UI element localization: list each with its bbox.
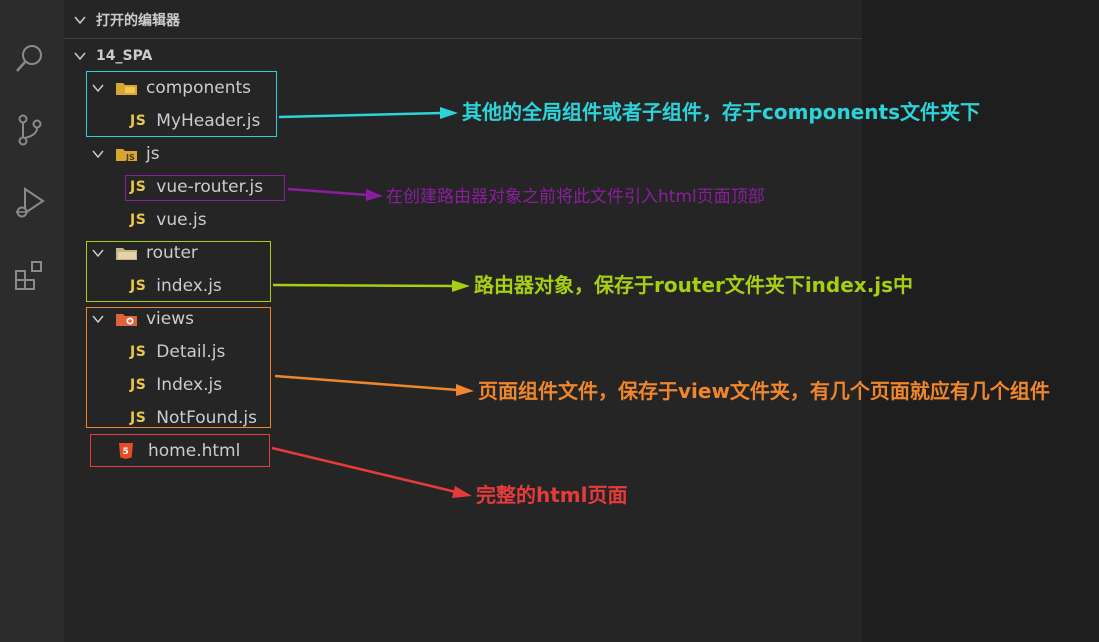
file-label: vue.js — [156, 210, 207, 230]
home-annotation: 完整的html页面 — [476, 483, 628, 507]
chevron-down-icon — [90, 80, 106, 96]
folder-views[interactable]: views — [90, 305, 194, 333]
file-router-index[interactable]: JS index.js — [130, 272, 222, 300]
js-file-icon: JS — [130, 278, 147, 294]
svg-text:JS: JS — [125, 153, 135, 162]
chevron-down-icon — [90, 245, 106, 261]
folder-js[interactable]: JS js — [90, 140, 160, 168]
chevron-down-icon — [72, 48, 88, 64]
file-vue[interactable]: JS vue.js — [130, 206, 207, 234]
router-annotation: 路由器对象，保存于router文件夹下index.js中 — [474, 273, 914, 297]
file-label: MyHeader.js — [156, 111, 261, 131]
file-label: home.html — [148, 441, 241, 461]
chevron-down-icon — [72, 12, 88, 28]
vue-router-annotation: 在创建路由器对象之前将此文件引入html页面顶部 — [386, 187, 765, 207]
components-annotation: 其他的全局组件或者子组件，存于components文件夹下 — [462, 100, 980, 124]
folder-label: views — [146, 309, 195, 329]
run-debug-icon[interactable] — [10, 182, 50, 222]
file-label: Detail.js — [156, 342, 226, 362]
folder-icon — [114, 310, 140, 328]
file-index-view[interactable]: JS Index.js — [130, 371, 222, 399]
svg-text:5: 5 — [123, 447, 129, 457]
js-file-icon: JS — [130, 212, 147, 228]
js-file-icon: JS — [130, 377, 147, 393]
editor-area — [862, 0, 1099, 642]
views-highlight-box — [86, 307, 271, 428]
search-icon[interactable] — [10, 38, 50, 78]
file-home[interactable]: 5 home.html — [116, 437, 240, 465]
js-file-icon: JS — [130, 344, 147, 360]
file-label: vue-router.js — [156, 177, 264, 197]
project-section[interactable]: 14_SPA — [72, 42, 152, 70]
section-divider — [64, 38, 862, 39]
folder-label: js — [146, 144, 160, 164]
js-file-icon: JS — [130, 410, 147, 426]
folder-label: components — [146, 78, 252, 98]
open-editors-section[interactable]: 打开的编辑器 — [72, 6, 180, 34]
explorer-panel — [64, 0, 862, 642]
html5-icon: 5 — [116, 442, 136, 460]
file-myheader[interactable]: JS MyHeader.js — [130, 107, 260, 135]
open-editors-label: 打开的编辑器 — [96, 13, 180, 29]
source-control-icon[interactable] — [10, 110, 50, 150]
components-highlight-box — [86, 71, 277, 137]
project-label: 14_SPA — [96, 48, 153, 64]
router-highlight-box — [86, 241, 271, 302]
file-notfound[interactable]: JS NotFound.js — [130, 404, 257, 432]
activity-bar — [0, 0, 64, 642]
folder-icon: JS — [114, 145, 140, 163]
folder-label: router — [146, 243, 198, 263]
views-annotation: 页面组件文件，保存于view文件夹，有几个页面就应有几个组件 — [478, 379, 1050, 403]
js-file-icon: JS — [130, 113, 147, 129]
chevron-down-icon — [90, 146, 106, 162]
file-label: Index.js — [156, 375, 223, 395]
folder-components[interactable]: components — [90, 74, 251, 102]
folder-icon — [114, 244, 140, 262]
home-highlight-box — [90, 434, 270, 467]
chevron-down-icon — [90, 311, 106, 327]
file-label: NotFound.js — [156, 408, 257, 428]
file-detail[interactable]: JS Detail.js — [130, 338, 225, 366]
extensions-icon[interactable] — [10, 256, 50, 296]
file-label: index.js — [156, 276, 222, 296]
vue-router-highlight-box — [125, 175, 285, 201]
folder-icon — [114, 79, 140, 97]
file-vue-router[interactable]: JS vue-router.js — [130, 173, 263, 201]
folder-router[interactable]: router — [90, 239, 198, 267]
js-file-icon: JS — [130, 179, 147, 195]
